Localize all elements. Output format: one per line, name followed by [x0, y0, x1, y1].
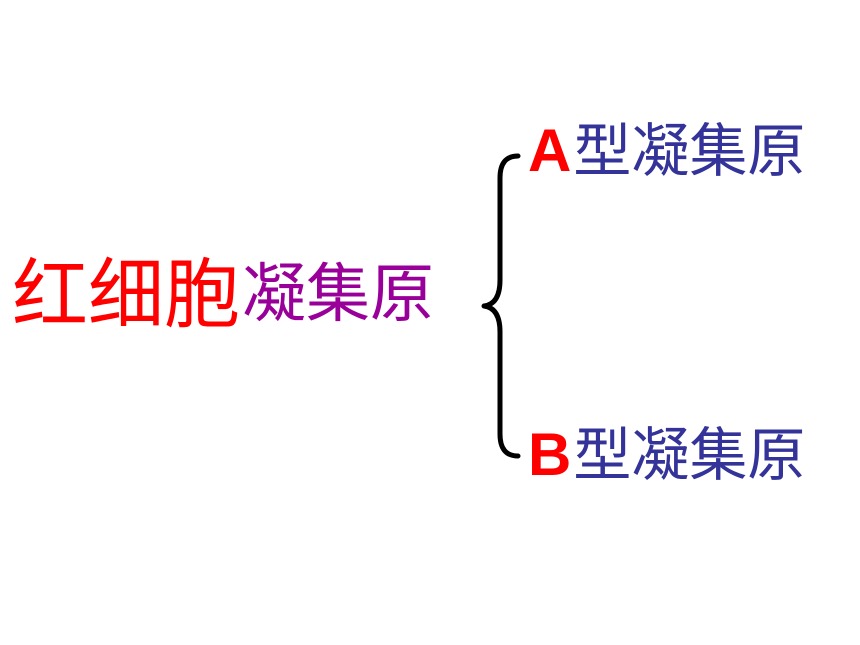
root-concept-main: 红细胞 [12, 250, 240, 339]
branch-a-text: 型凝集原 [573, 117, 806, 185]
branch-a-letter: A [528, 117, 572, 184]
curly-brace [481, 153, 521, 459]
curly-brace-path [481, 153, 521, 459]
root-concept-suffix: 凝集原 [242, 258, 434, 332]
branch-b-letter: B [528, 421, 572, 488]
root-concept-label: 红细胞凝集原 [12, 250, 434, 340]
branch-b-text: 型凝集原 [573, 421, 806, 489]
